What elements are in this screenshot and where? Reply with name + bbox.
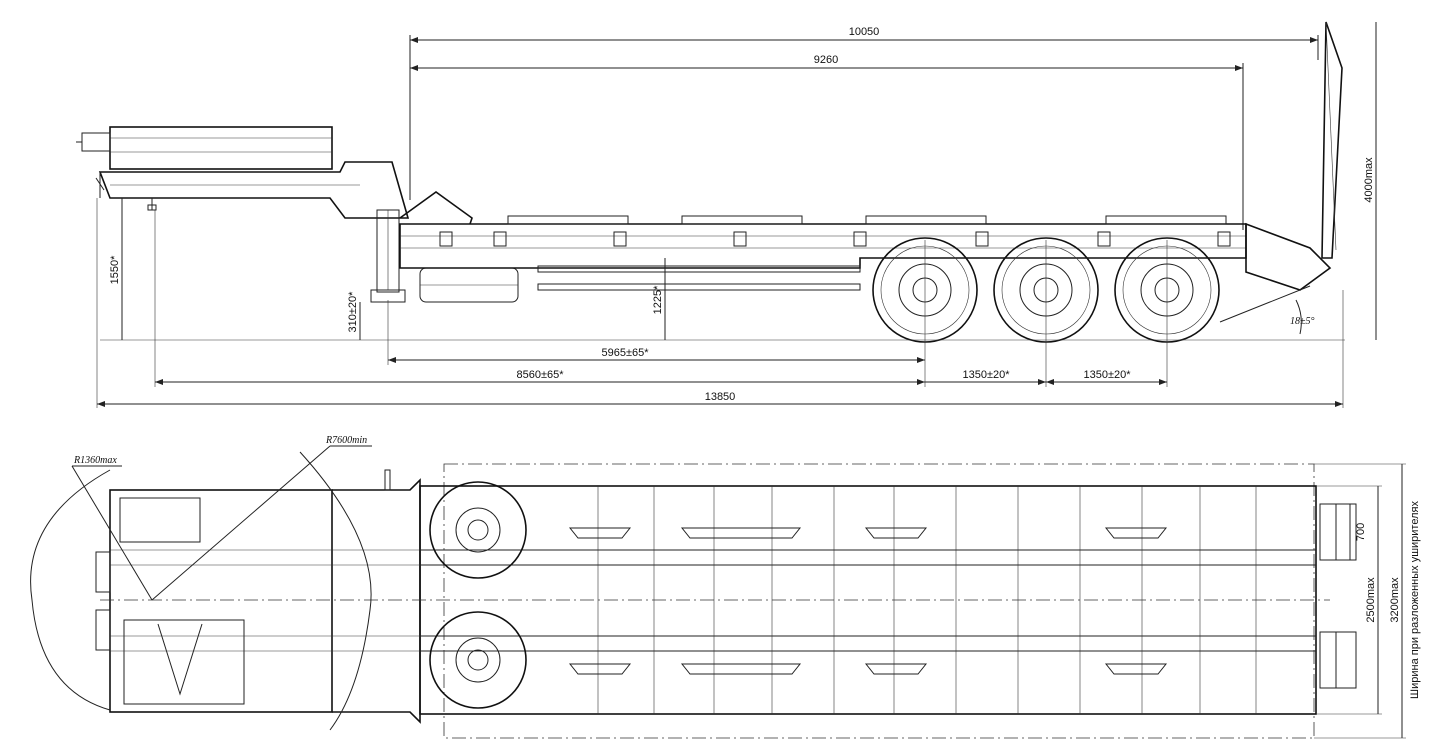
dimension-platform-length: 9260	[410, 54, 1244, 230]
neck-top	[332, 469, 421, 724]
dimension-kingpin-axle-base: 8560±65*	[154, 210, 925, 387]
turning-radius-arcs: R1360max R7600min	[30, 435, 372, 731]
width-note-label: Ширина при разложенных уширителях	[1409, 501, 1421, 699]
turn-radius-front-label: R1360max	[73, 455, 117, 466]
gooseneck	[76, 126, 410, 219]
dimension-overall-length: 10050	[409, 26, 1319, 200]
support-height-label: 310±20*	[347, 291, 359, 333]
dimension-axle-spacing: 1350±20* 1350±20*	[924, 240, 1168, 387]
kingpin-axle-base-label: 8560±65*	[516, 369, 564, 381]
extended-width-label: 3200max	[1389, 577, 1401, 623]
turntable-lower	[429, 611, 527, 709]
dimension-fifth-wheel-height: 1550*	[109, 198, 123, 340]
dimension-support-height: 310±20*	[347, 291, 361, 340]
rear-ramp	[1219, 21, 1343, 335]
dimension-total-length: 13850	[96, 198, 1344, 408]
axle-spacing-1-label: 1350±20*	[962, 369, 1010, 381]
rear-ramps-top	[1319, 503, 1357, 689]
ramp-angle-label: 18±5°	[1290, 316, 1315, 327]
turntable-upper	[429, 481, 527, 579]
axle-spacing-2-label: 1350±20*	[1083, 369, 1131, 381]
deck-top	[100, 485, 1330, 715]
fifth-wheel-height-label: 1550*	[109, 255, 121, 284]
deck-height-label: 1225*	[652, 285, 664, 314]
gooseneck-top	[95, 489, 333, 713]
total-length-label: 13850	[705, 391, 736, 403]
side-view: 10050 9260	[76, 21, 1377, 408]
height-max-label: 4000max	[1363, 157, 1375, 203]
dimension-height-max: 4000max	[1363, 22, 1377, 340]
kingpin-first-axle-label: 5965±65*	[601, 347, 649, 359]
dimension-kingpin-first-axle: 5965±65*	[387, 300, 925, 365]
ramp-width-label: 700	[1355, 523, 1367, 541]
top-view: R1360max R7600min 700 2500max 3200max Ши…	[30, 435, 1421, 739]
body-width-label: 2500max	[1365, 577, 1377, 623]
deck-frame	[399, 191, 1247, 291]
turn-radius-min-label: R7600min	[325, 435, 367, 446]
dimension-ramp-width: 700	[1349, 504, 1367, 560]
dimension-body-width: 2500max	[1316, 485, 1382, 715]
platform-length-label: 9260	[814, 54, 838, 66]
dimension-extended-width: 3200max Ширина при разложенных уширителя…	[1314, 463, 1421, 739]
dimension-deck-height: 1225*	[652, 258, 666, 340]
overall-length-label: 10050	[849, 26, 880, 38]
